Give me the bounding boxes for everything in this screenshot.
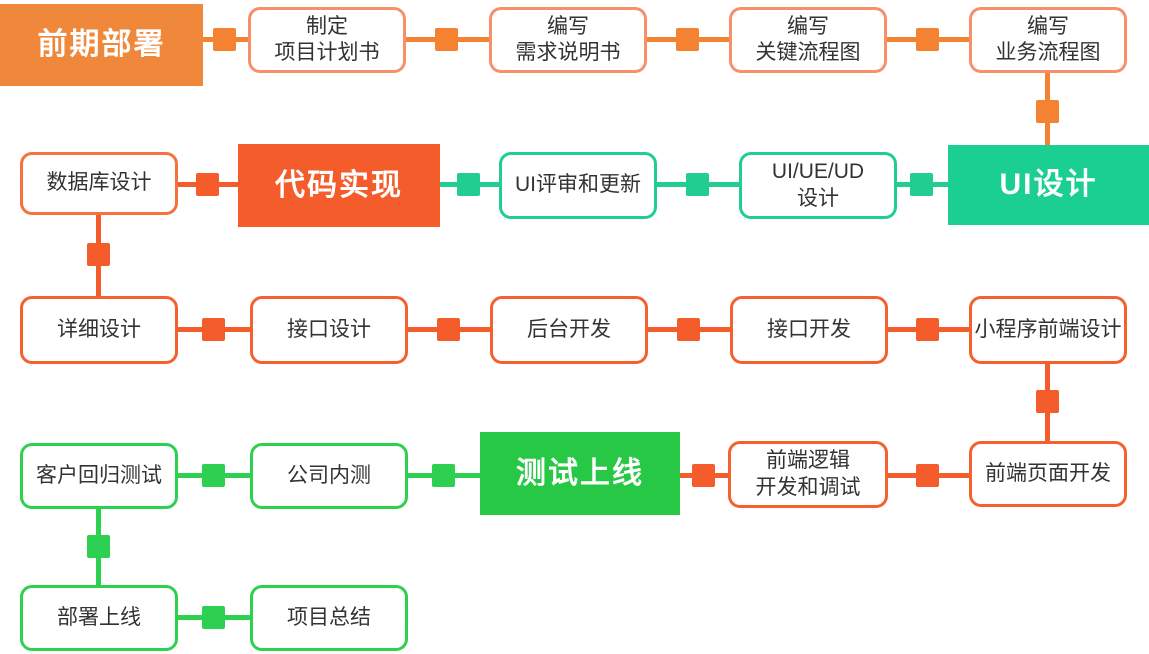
task-project-summary[interactable]: 项目总结 bbox=[250, 585, 408, 651]
task-business-flowchart[interactable]: 编写 业务流程图 bbox=[969, 7, 1127, 73]
task-database-design[interactable]: 数据库设计 bbox=[20, 152, 178, 215]
edge-company-internal-testing-client-regression-testing bbox=[178, 464, 250, 487]
task-backend-development-label: 后台开发 bbox=[527, 317, 611, 341]
edge-junction-square bbox=[196, 173, 219, 196]
task-project-plan-label: 制定 项目计划书 bbox=[274, 14, 380, 64]
task-key-flowchart[interactable]: 编写 关键流程图 bbox=[729, 7, 887, 73]
edge-api-development-miniprogram-frontend-design bbox=[888, 318, 969, 341]
edge-frontend-page-development-frontend-logic-dev-debug bbox=[888, 464, 969, 487]
edge-junction-square bbox=[1036, 100, 1059, 123]
stage-testing-launch-label: 测试上线 bbox=[516, 456, 644, 490]
task-ui-review-update-label: UI评审和更新 bbox=[515, 173, 641, 197]
task-interface-design[interactable]: 接口设计 bbox=[250, 296, 408, 364]
edge-junction-square bbox=[692, 464, 715, 487]
task-client-regression-testing-label: 客户回归测试 bbox=[36, 463, 162, 487]
stage-ui-design[interactable]: UI设计 bbox=[948, 145, 1149, 225]
edge-junction-square bbox=[437, 318, 460, 341]
task-project-summary-label: 项目总结 bbox=[287, 605, 371, 629]
stage-code-implementation-label: 代码实现 bbox=[275, 168, 403, 202]
task-miniprogram-frontend-design[interactable]: 小程序前端设计 bbox=[969, 296, 1127, 364]
task-deploy-online[interactable]: 部署上线 bbox=[20, 585, 178, 651]
edge-client-regression-testing-deploy-online bbox=[87, 509, 110, 585]
edge-junction-square bbox=[910, 173, 933, 196]
edge-testing-launch-company-internal-testing bbox=[408, 464, 480, 487]
stage-early-deployment-label: 前期部署 bbox=[37, 28, 166, 62]
task-company-internal-testing-label: 公司内测 bbox=[287, 463, 371, 487]
task-backend-development[interactable]: 后台开发 bbox=[490, 296, 648, 364]
edge-junction-square bbox=[676, 28, 699, 51]
edge-detailed-design-interface-design bbox=[178, 318, 250, 341]
edge-junction-square bbox=[432, 464, 455, 487]
edge-ui-review-update-code-implementation bbox=[440, 173, 499, 196]
edge-junction-square bbox=[202, 606, 225, 629]
edge-code-implementation-database-design bbox=[178, 173, 238, 196]
task-interface-design-label: 接口设计 bbox=[287, 317, 371, 341]
task-frontend-logic-dev-debug-label: 前端逻辑 开发和调试 bbox=[755, 449, 861, 499]
task-ui-review-update[interactable]: UI评审和更新 bbox=[499, 152, 657, 219]
stage-early-deployment[interactable]: 前期部署 bbox=[0, 4, 203, 86]
task-requirements-spec-label: 编写 需求说明书 bbox=[515, 14, 621, 64]
edge-early-deployment-project-plan bbox=[203, 28, 248, 51]
edge-ui-design-ui-ue-ud-design bbox=[897, 173, 948, 196]
task-ui-ue-ud-design[interactable]: UI/UE/UD 设计 bbox=[739, 152, 897, 219]
edge-deploy-online-project-summary bbox=[178, 606, 250, 629]
edge-key-flowchart-business-flowchart bbox=[887, 28, 969, 51]
edge-junction-square bbox=[457, 173, 480, 196]
edge-miniprogram-frontend-design-frontend-page-development bbox=[1036, 364, 1059, 441]
edge-junction-square bbox=[87, 535, 110, 558]
edge-junction-square bbox=[213, 28, 236, 51]
edge-frontend-logic-dev-debug-testing-launch bbox=[680, 464, 728, 487]
edge-junction-square bbox=[435, 28, 458, 51]
edge-junction-square bbox=[677, 318, 700, 341]
task-project-plan[interactable]: 制定 项目计划书 bbox=[248, 7, 406, 73]
edge-database-design-detailed-design bbox=[87, 215, 110, 296]
edge-junction-square bbox=[686, 173, 709, 196]
task-deploy-online-label: 部署上线 bbox=[57, 605, 141, 629]
edge-backend-development-api-development bbox=[648, 318, 730, 341]
edge-junction-square bbox=[916, 464, 939, 487]
edge-requirements-spec-key-flowchart bbox=[647, 28, 729, 51]
task-frontend-page-development-label: 前端页面开发 bbox=[985, 461, 1111, 485]
task-ui-ue-ud-design-label: UI/UE/UD 设计 bbox=[771, 160, 865, 210]
task-client-regression-testing[interactable]: 客户回归测试 bbox=[20, 443, 178, 509]
task-frontend-logic-dev-debug[interactable]: 前端逻辑 开发和调试 bbox=[728, 441, 888, 508]
edge-junction-square bbox=[916, 318, 939, 341]
edge-junction-square bbox=[87, 243, 110, 266]
edge-ui-ue-ud-design-ui-review-update bbox=[657, 173, 739, 196]
task-database-design-label: 数据库设计 bbox=[46, 171, 152, 195]
edge-project-plan-requirements-spec bbox=[406, 28, 489, 51]
task-detailed-design[interactable]: 详细设计 bbox=[20, 296, 178, 364]
edge-junction-square bbox=[1036, 390, 1059, 413]
task-api-development[interactable]: 接口开发 bbox=[730, 296, 888, 364]
task-detailed-design-label: 详细设计 bbox=[57, 317, 141, 341]
task-key-flowchart-label: 编写 关键流程图 bbox=[755, 14, 861, 64]
stage-ui-design-label: UI设计 bbox=[999, 168, 1098, 202]
edge-junction-square bbox=[916, 28, 939, 51]
stage-code-implementation[interactable]: 代码实现 bbox=[238, 144, 440, 227]
task-company-internal-testing[interactable]: 公司内测 bbox=[250, 443, 408, 509]
task-api-development-label: 接口开发 bbox=[767, 317, 851, 341]
edge-interface-design-backend-development bbox=[408, 318, 490, 341]
edge-business-flowchart-ui-design bbox=[1036, 73, 1059, 145]
task-miniprogram-frontend-design-label: 小程序前端设计 bbox=[974, 317, 1122, 341]
edge-junction-square bbox=[202, 464, 225, 487]
edge-junction-square bbox=[202, 318, 225, 341]
task-business-flowchart-label: 编写 业务流程图 bbox=[995, 14, 1101, 64]
task-requirements-spec[interactable]: 编写 需求说明书 bbox=[489, 7, 647, 73]
stage-testing-launch[interactable]: 测试上线 bbox=[480, 432, 680, 515]
task-frontend-page-development[interactable]: 前端页面开发 bbox=[969, 441, 1127, 507]
